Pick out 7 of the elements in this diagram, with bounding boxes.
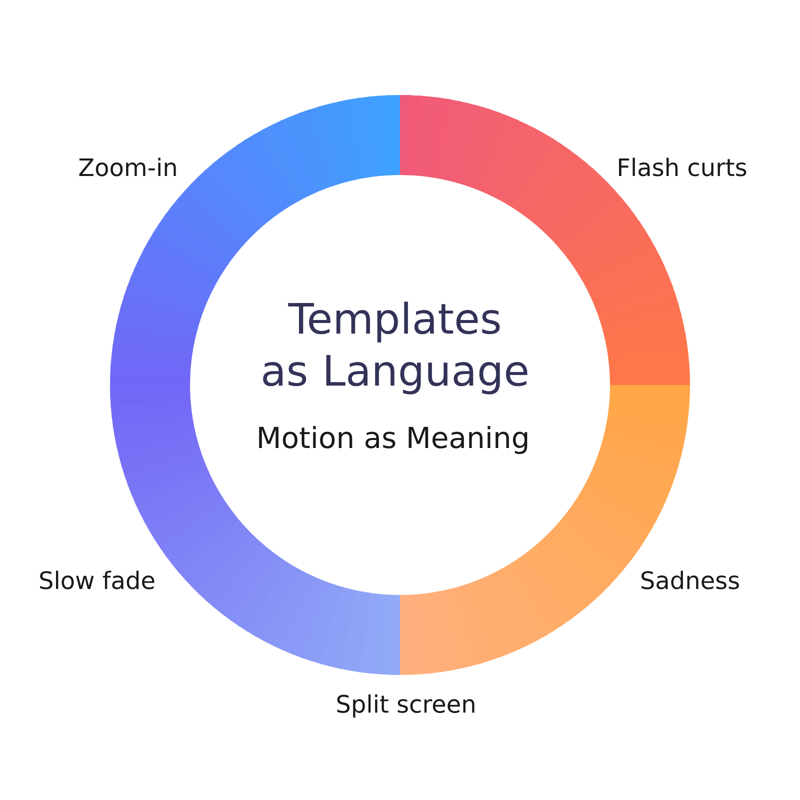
segment-label: Sadness — [642, 570, 739, 590]
segment-label: Flash curts — [619, 158, 746, 176]
segment-label: Slow fade — [40, 570, 154, 590]
subtitle: Motion as Meaning — [259, 426, 528, 454]
title: Templates as Language — [263, 302, 528, 394]
segment-label: Split screen — [337, 694, 474, 718]
segment-label: Zoom-in — [79, 158, 176, 176]
